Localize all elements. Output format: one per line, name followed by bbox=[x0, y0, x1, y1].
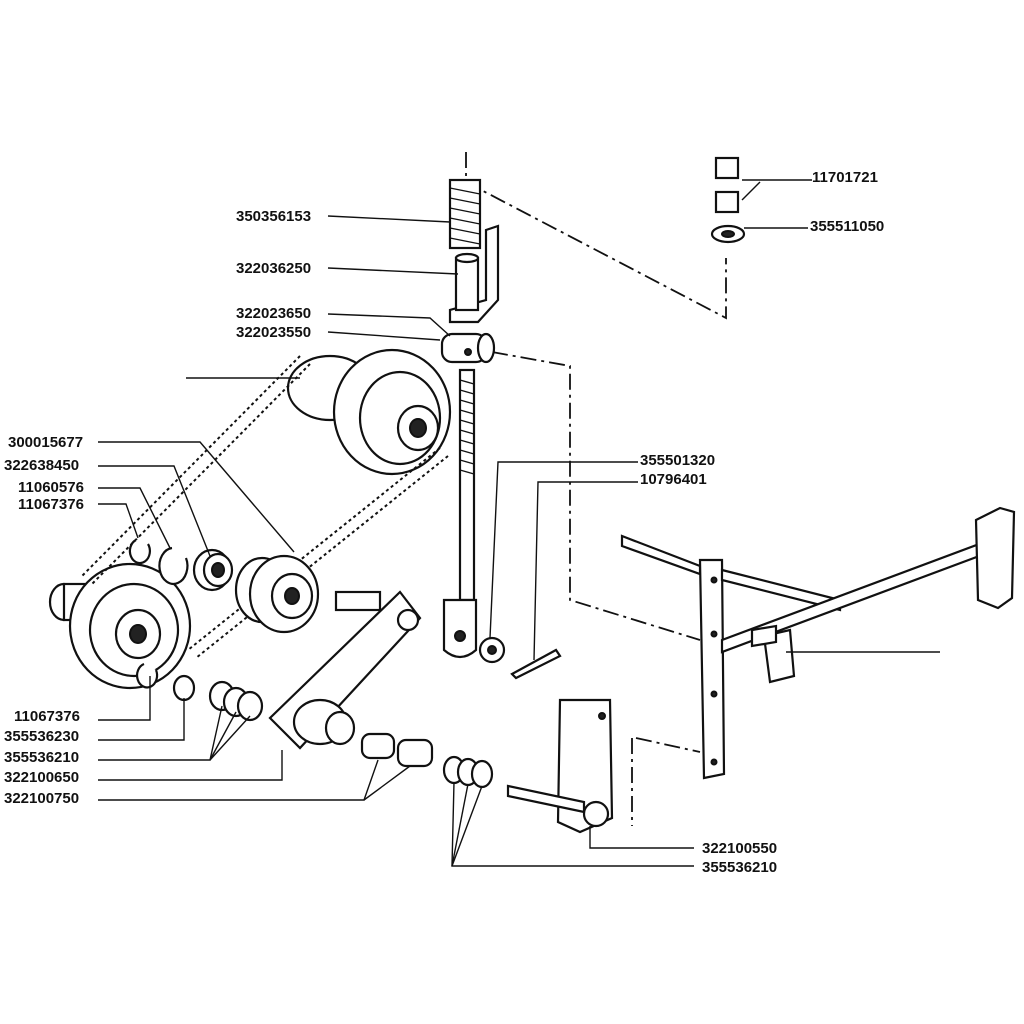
part-labels: 350356153 322036250 322023650 322023550 … bbox=[4, 169, 884, 876]
part-label-355511050: 355511050 bbox=[810, 218, 884, 235]
assembly-guide-lines bbox=[465, 152, 727, 826]
part-label-322638450: 322638450 bbox=[4, 457, 79, 474]
bearing bbox=[192, 548, 234, 592]
part-label-300015677: 300015677 bbox=[8, 434, 83, 451]
part-label-322023650: 322023650 bbox=[236, 305, 311, 322]
washer-355501320 bbox=[478, 636, 506, 664]
part-label-355501320: 355501320 bbox=[640, 452, 715, 469]
part-label-11067376-lower: 11067376 bbox=[14, 708, 80, 725]
snap-rings bbox=[128, 539, 189, 689]
part-label-350356153: 350356153 bbox=[236, 208, 311, 225]
lower-pulley bbox=[48, 562, 192, 690]
upper-pulley bbox=[286, 348, 452, 476]
spring bbox=[448, 178, 482, 250]
link-lever bbox=[268, 590, 422, 750]
part-label-322100650: 322100650 bbox=[4, 769, 79, 786]
part-label-322023550: 322023550 bbox=[236, 324, 311, 341]
sleeve bbox=[454, 252, 480, 312]
part-label-322100550: 322100550 bbox=[702, 840, 777, 857]
drive-belt bbox=[81, 355, 449, 659]
part-label-11067376-upper: 11067376 bbox=[18, 496, 84, 513]
part-label-355536210-right: 355536210 bbox=[702, 859, 777, 876]
adjuster-block bbox=[440, 332, 496, 364]
part-label-11701721: 11701721 bbox=[812, 169, 878, 186]
cotter-pin bbox=[510, 648, 562, 680]
part-label-322036250: 322036250 bbox=[236, 260, 311, 277]
bushings-left bbox=[172, 674, 264, 722]
idler-pulley bbox=[234, 554, 320, 634]
spring-bracket bbox=[448, 224, 500, 324]
part-label-355536230: 355536230 bbox=[4, 728, 79, 745]
part-label-322100750: 322100750 bbox=[4, 790, 79, 807]
part-label-10796401: 10796401 bbox=[640, 471, 707, 488]
part-label-355536210-left: 355536210 bbox=[4, 749, 79, 766]
bushings-center bbox=[360, 732, 494, 789]
frame-assembly bbox=[620, 506, 1016, 780]
part-label-11060576: 11060576 bbox=[18, 479, 84, 496]
shaft-bracket bbox=[506, 698, 614, 834]
threaded-rod bbox=[442, 368, 478, 659]
nuts bbox=[710, 156, 746, 244]
leader-lines bbox=[98, 179, 940, 867]
